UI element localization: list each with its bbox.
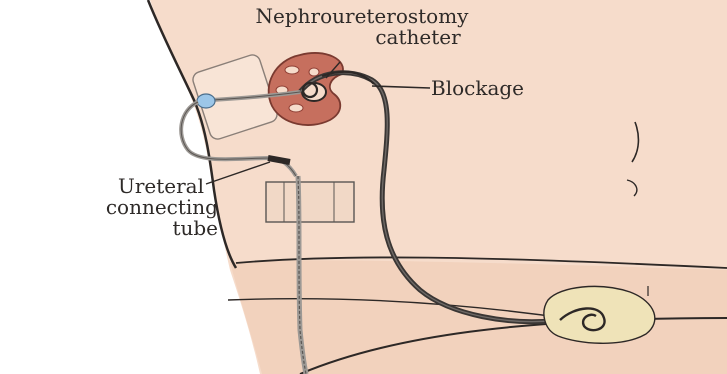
ureteral-label-line2: connecting [10, 197, 242, 218]
nephro-label-line1: Nephroureterostomy [170, 6, 554, 27]
ureteral-connector-segment [268, 158, 290, 162]
blockage-label: Blockage [431, 78, 524, 99]
nephro-label-line2: catheter [170, 27, 554, 48]
bladder [544, 286, 655, 343]
ureteral-label-line3: tube [10, 218, 242, 239]
front-dressing [266, 182, 354, 222]
nephroureterostomy-catheter-label: Nephroureterostomy catheter [170, 6, 554, 48]
ureteral-label-line1: Ureteral [10, 176, 242, 197]
ureteral-connecting-tube-label: Ureteral connecting tube [10, 176, 242, 239]
tube-connector [197, 94, 215, 108]
